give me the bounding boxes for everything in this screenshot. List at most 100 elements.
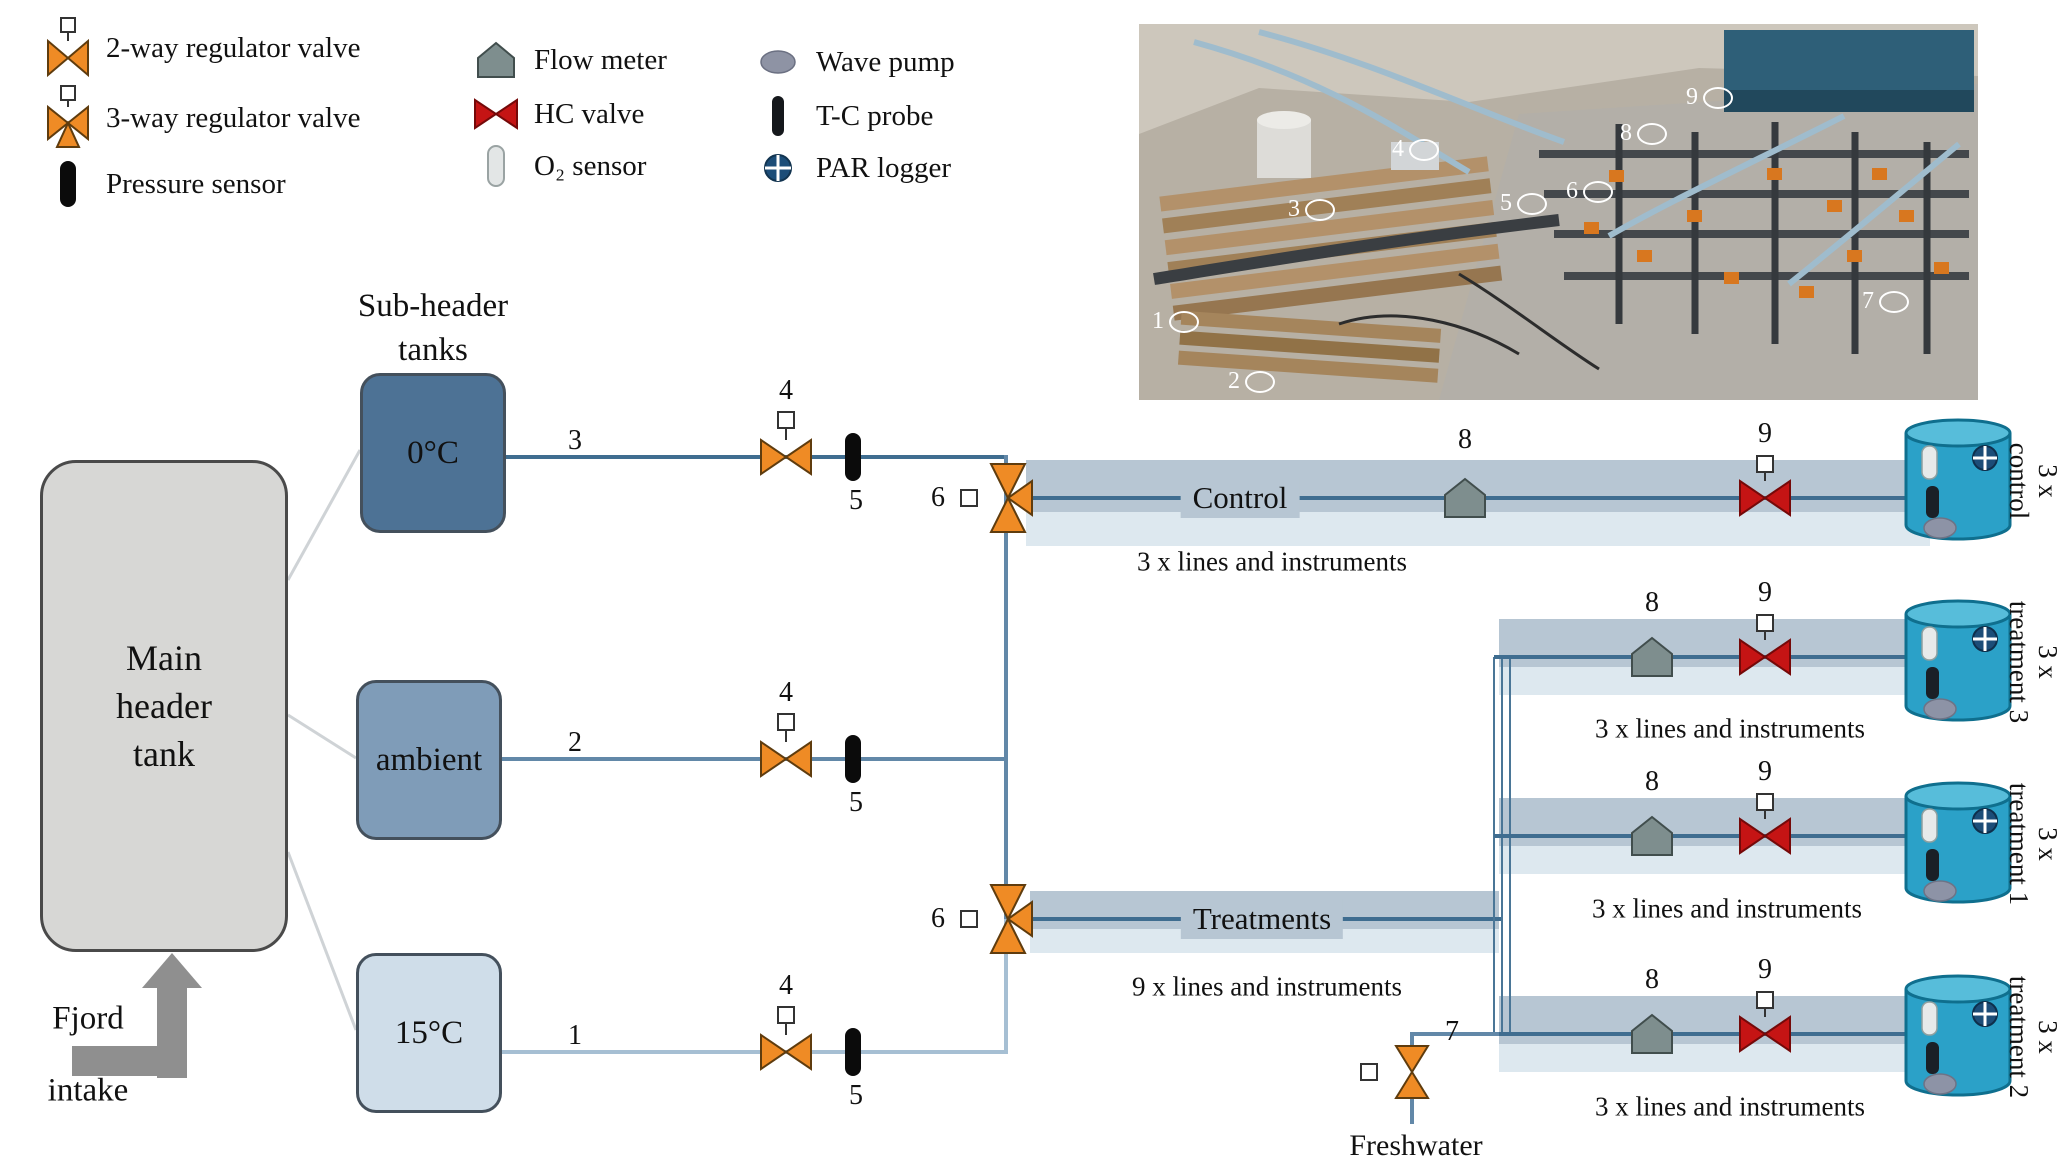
legend-label: 2-way regulator valve bbox=[106, 31, 361, 64]
photo-marker-1: 1 bbox=[1152, 308, 1199, 335]
valve-6-actuator-square bbox=[960, 489, 978, 507]
marker-circle-icon bbox=[1703, 86, 1733, 109]
sensor-5-number: 5 bbox=[849, 485, 863, 516]
o2-sensor-icon bbox=[1921, 626, 1938, 661]
photo-scene bbox=[1139, 24, 1978, 400]
o2-sensor-icon bbox=[1921, 1001, 1938, 1036]
marker-circle-icon bbox=[1305, 198, 1335, 221]
valve-4-number: 4 bbox=[779, 375, 793, 406]
photo-marker-3: 3 bbox=[1288, 196, 1335, 223]
fjord-label: Fjord bbox=[52, 1000, 124, 1037]
o2-sensor-icon bbox=[1921, 808, 1938, 843]
treatment1-note: 3 x lines and instruments bbox=[1592, 893, 1862, 924]
flow-meter-treatment1-icon bbox=[1630, 815, 1674, 862]
treatment2-tank-label: 3 x treatment 2 bbox=[2004, 975, 2063, 1099]
hc-valve-9-number: 9 bbox=[1758, 418, 1772, 449]
valve-6-actuator-square bbox=[960, 910, 978, 928]
freshwater-label: Freshwater bbox=[1349, 1129, 1483, 1162]
marker-circle-icon bbox=[1583, 180, 1613, 203]
hc-valve-9-number: 9 bbox=[1758, 577, 1772, 608]
o2-sensor-icon bbox=[468, 144, 524, 188]
marker-circle-icon bbox=[1169, 310, 1199, 333]
flow-meter-8-number: 8 bbox=[1645, 766, 1659, 797]
control-tank bbox=[1902, 416, 2014, 549]
treatment3-note: 3 x lines and instruments bbox=[1595, 713, 1865, 744]
legend-label: PAR logger bbox=[816, 151, 952, 184]
marker-circle-icon bbox=[1637, 122, 1667, 145]
freshwater-valve-7-number: 7 bbox=[1445, 1016, 1459, 1047]
marker-circle-icon bbox=[1879, 290, 1909, 313]
flow-meter-8-number: 8 bbox=[1645, 964, 1659, 995]
tc-probe-icon bbox=[750, 94, 806, 138]
tc-probe-icon bbox=[1926, 1042, 1939, 1074]
legend-label: 3-way regulator valve bbox=[106, 101, 361, 134]
treatment1-tank-label: 3 x treatment 1 bbox=[2004, 782, 2063, 906]
pressure-sensor-line2-icon bbox=[843, 733, 863, 790]
photo-marker-8: 8 bbox=[1620, 120, 1667, 147]
marker-circle-icon bbox=[1409, 138, 1439, 161]
regulator-valve-line3-icon bbox=[758, 410, 814, 493]
wave-pump-icon bbox=[1923, 880, 1957, 902]
treatment3-band bbox=[1499, 619, 1930, 667]
intake-label: intake bbox=[47, 1072, 129, 1109]
legend-item-tc-probe: T-C probe bbox=[750, 84, 933, 148]
photo-marker-6: 6 bbox=[1566, 178, 1613, 205]
legend-item-wave-pump: Wave pump bbox=[750, 30, 955, 94]
treatment1-band bbox=[1499, 798, 1930, 846]
marker-circle-icon bbox=[1517, 192, 1547, 215]
legend-item-3way-valve: 3-way regulator valve bbox=[40, 85, 361, 150]
control-line-note: 3 x lines and instruments bbox=[1137, 546, 1407, 577]
regulator-valve-line2-icon bbox=[758, 712, 814, 795]
control-tank-label: 3 x control bbox=[2004, 442, 2063, 520]
hc-valve-treatment1-icon bbox=[1738, 792, 1792, 867]
photo-marker-7: 7 bbox=[1862, 288, 1909, 315]
pressure-sensor-line3-icon bbox=[843, 431, 863, 488]
flow-meter-treatment3-icon bbox=[1630, 636, 1674, 683]
regulator-valve-line1-icon bbox=[758, 1005, 814, 1088]
legend-label: Pressure sensor bbox=[106, 167, 286, 200]
hc-valve-icon bbox=[468, 98, 524, 130]
legend-label: HC valve bbox=[534, 97, 645, 130]
hc-valve-9-number: 9 bbox=[1758, 756, 1772, 787]
wave-pump-icon bbox=[1923, 1073, 1957, 1095]
subheader-tank-15c: 15°C bbox=[356, 953, 502, 1113]
three-way-valve-control-icon bbox=[981, 461, 1035, 540]
flow-meter-control-icon bbox=[1443, 477, 1487, 524]
tc-probe-icon bbox=[1926, 667, 1939, 699]
pressure-sensor-icon bbox=[40, 159, 96, 209]
tc-probe-icon bbox=[1926, 486, 1939, 518]
freshwater-valve-icon bbox=[1393, 1044, 1431, 1105]
legend-item-par-logger: PAR logger bbox=[750, 136, 951, 200]
line-3-number: 3 bbox=[568, 425, 582, 456]
main-header-tank-label: Main header tank bbox=[116, 638, 212, 774]
legend-item-pressure-sensor: Pressure sensor bbox=[40, 152, 286, 216]
treatment2-band-light bbox=[1499, 1044, 1930, 1072]
main-header-tank: Main header tank bbox=[40, 460, 288, 952]
legend-label: Flow meter bbox=[534, 43, 667, 76]
hc-valve-control-icon bbox=[1738, 454, 1792, 529]
legend-item-2way-valve: 2-way regulator valve bbox=[40, 16, 360, 80]
line-2-number: 2 bbox=[568, 727, 582, 758]
flow-meter-treatment2-icon bbox=[1630, 1013, 1674, 1060]
treatments-title: Treatments bbox=[1180, 899, 1344, 939]
line-1-number: 1 bbox=[568, 1020, 582, 1051]
photo-marker-5: 5 bbox=[1500, 190, 1547, 217]
subheader-tank-0c-label: 0°C bbox=[407, 434, 459, 471]
o2-sensor-icon bbox=[1921, 445, 1938, 480]
subheader-tank-0c: 0°C bbox=[360, 373, 506, 533]
legend-label: O₂ sensor bbox=[534, 149, 647, 182]
treatments-note: 9 x lines and instruments bbox=[1132, 971, 1402, 1002]
flow-meter-8-number: 8 bbox=[1645, 587, 1659, 618]
subheader-tank-15c-label: 15°C bbox=[394, 1014, 464, 1051]
subheader-tank-ambient: ambient bbox=[356, 680, 502, 840]
legend-item-flow-meter: Flow meter bbox=[468, 28, 667, 92]
par-logger-icon bbox=[750, 152, 806, 184]
valve-4-number: 4 bbox=[779, 970, 793, 1001]
treatment1-band-light bbox=[1499, 846, 1930, 874]
hc-valve-treatment2-icon bbox=[1738, 990, 1792, 1065]
marker-circle-icon bbox=[1245, 370, 1275, 393]
freshwater-valve-actuator-square bbox=[1360, 1063, 1378, 1081]
three-way-valve-treatments-icon bbox=[981, 882, 1035, 961]
subheader-tanks-title: Sub-header tanks bbox=[357, 288, 509, 368]
